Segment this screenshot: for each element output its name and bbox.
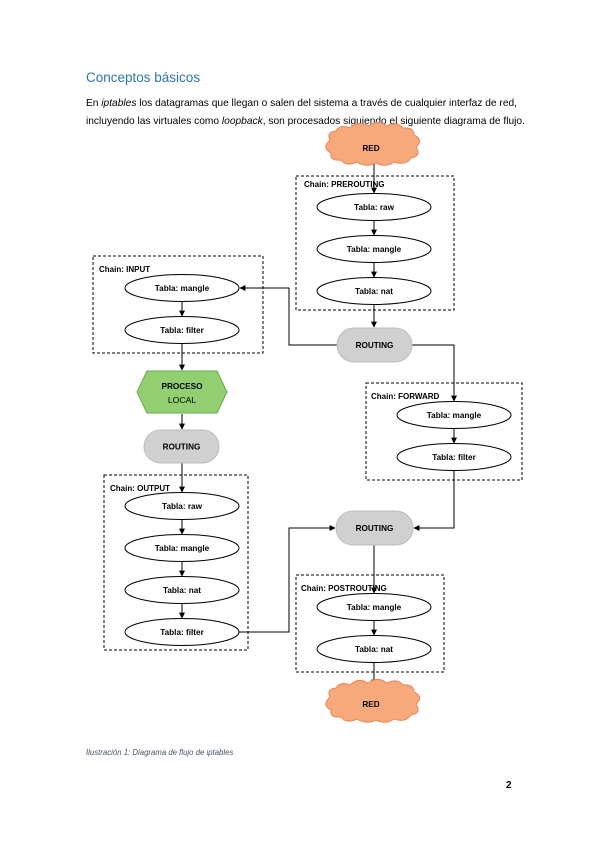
edge-forward-to-routing — [413, 470, 455, 531]
output-table-filter-label: Tabla: filter — [160, 628, 204, 637]
output-table-mangle: Tabla: mangle — [124, 534, 240, 562]
postrouting-table-mangle-label: Tabla: mangle — [347, 603, 402, 612]
proceso-label-line2: LOCAL — [168, 395, 196, 405]
forward-table-mangle-label: Tabla: mangle — [427, 411, 482, 420]
proceso-local-node: PROCESO LOCAL — [136, 370, 228, 414]
red-top-label: RED — [362, 144, 379, 153]
chain-label-forward: Chain: FORWARD — [371, 392, 440, 401]
forward-table-filter-label: Tabla: filter — [432, 453, 476, 462]
intro-line-2: incluyendo las virtuales como loopback, … — [86, 113, 526, 131]
routing-node-1: ROUTING — [336, 327, 413, 363]
chain-label-postrouting: Chain: POSTROUTING — [301, 584, 387, 593]
input-table-filter: Tabla: filter — [124, 316, 240, 344]
input-table-mangle: Tabla: mangle — [124, 274, 240, 302]
postrouting-table-mangle: Tabla: mangle — [316, 593, 432, 621]
chain-label-output: Chain: OUTPUT — [110, 484, 170, 493]
intro-line-2-pre: incluyendo las virtuales como — [86, 115, 222, 127]
output-table-raw: Tabla: raw — [124, 492, 240, 520]
figure-caption: Ilustración 1: Diagrama de flujo de ipta… — [86, 748, 234, 757]
routing-3-label: ROUTING — [356, 524, 394, 533]
input-table-filter-label: Tabla: filter — [160, 326, 204, 335]
edge-output-to-routing — [239, 525, 336, 633]
prerouting-table-mangle: Tabla: mangle — [316, 235, 432, 263]
prerouting-table-mangle-label: Tabla: mangle — [347, 245, 402, 254]
output-table-nat-label: Tabla: nat — [163, 586, 201, 595]
intro-paragraph: En iptables los datagramas que llegan o … — [86, 95, 526, 130]
prerouting-table-raw: Tabla: raw — [316, 193, 432, 221]
routing-node-2: ROUTING — [143, 429, 220, 464]
chain-label-input: Chain: INPUT — [99, 265, 150, 274]
section-title: Conceptos básicos — [86, 70, 201, 85]
intro-line-2-em: loopback — [221, 115, 263, 127]
red-top-cloud: RED — [325, 122, 420, 166]
input-table-mangle-label: Tabla: mangle — [155, 284, 210, 293]
chain-label-prerouting: Chain: PREROUTING — [304, 180, 384, 189]
prerouting-table-raw-label: Tabla: raw — [354, 203, 395, 212]
page-number: 2 — [506, 780, 512, 791]
chain-box-prerouting — [295, 175, 455, 311]
output-table-mangle-label: Tabla: mangle — [155, 544, 210, 553]
red-bottom-cloud: RED — [325, 679, 420, 723]
routing-2-label: ROUTING — [163, 443, 201, 452]
intro-line-1: En iptables los datagramas que llegan o … — [86, 95, 526, 113]
output-table-nat: Tabla: nat — [124, 576, 240, 604]
red-bottom-label: RED — [362, 700, 379, 709]
chain-box-output — [103, 474, 249, 651]
intro-line-1-em: iptables — [101, 98, 137, 109]
output-table-filter: Tabla: filter — [124, 618, 240, 646]
edge-routing-to-forward — [412, 344, 457, 402]
edge-routing-to-input — [239, 285, 337, 346]
prerouting-table-nat-label: Tabla: nat — [355, 287, 393, 296]
chain-box-input — [92, 255, 264, 354]
output-table-raw-label: Tabla: raw — [162, 502, 203, 511]
proceso-label-line1: PROCESO — [162, 382, 204, 391]
forward-table-mangle: Tabla: mangle — [396, 401, 512, 429]
intro-line-2-post: , son procesados siguiendo el siguiente … — [262, 115, 525, 127]
intro-line-1-post: los datagramas que llegan o salen del si… — [136, 98, 517, 109]
chain-box-postrouting — [295, 574, 445, 673]
routing-node-3: ROUTING — [335, 510, 414, 546]
chain-box-forward — [365, 382, 523, 481]
postrouting-table-nat: Tabla: nat — [316, 635, 432, 663]
postrouting-table-nat-label: Tabla: nat — [355, 645, 393, 654]
routing-1-label: ROUTING — [356, 341, 394, 350]
forward-table-filter: Tabla: filter — [396, 443, 512, 471]
prerouting-table-nat: Tabla: nat — [316, 277, 432, 305]
intro-line-1-pre: En — [86, 98, 102, 109]
